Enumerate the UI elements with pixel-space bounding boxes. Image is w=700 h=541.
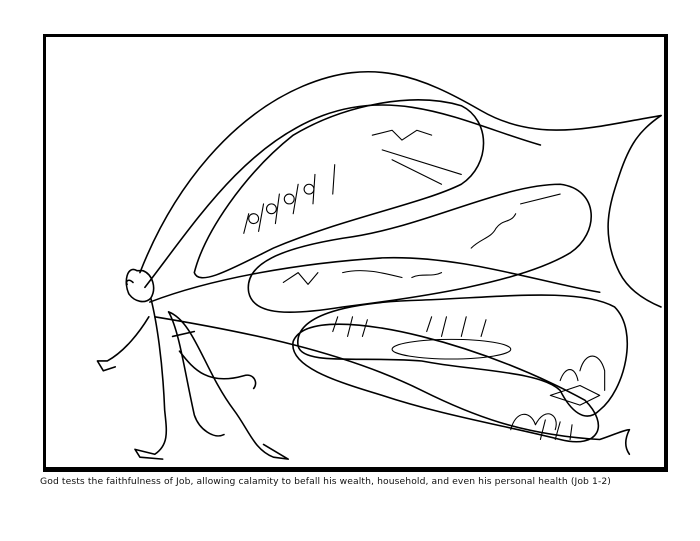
- job-calamity-illustration: [96, 70, 662, 460]
- illustration-frame: [43, 34, 668, 472]
- illustration-caption: God tests the faithfulness of Job, allow…: [40, 476, 611, 487]
